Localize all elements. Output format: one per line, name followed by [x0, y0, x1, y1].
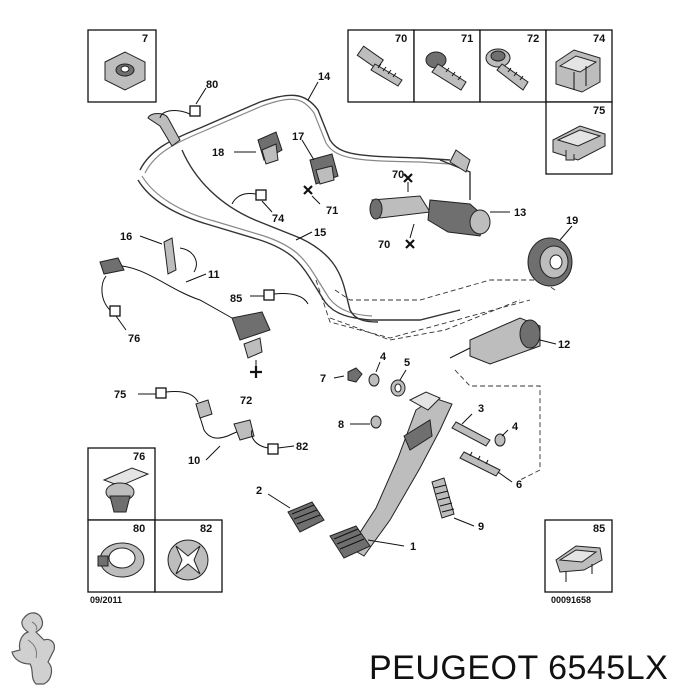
callout-9: 9: [478, 521, 484, 533]
part-3-pushrod: [451, 421, 491, 447]
part-6-pin: [459, 451, 501, 477]
box-label-75: 75: [593, 105, 605, 117]
box-label-74: 74: [593, 33, 606, 45]
part-5-ring: [390, 379, 406, 397]
callout-4b: 4: [512, 421, 519, 433]
date-code: 09/2011: [90, 595, 122, 605]
callout-3: 3: [478, 403, 484, 415]
bolt-icon: [356, 45, 403, 87]
callout-18: 18: [212, 147, 224, 159]
peugeot-lion-logo-icon: [11, 612, 55, 685]
part-10-harness: [195, 399, 255, 441]
callout-4a: 4: [380, 351, 387, 363]
part-2-pedal-pad: [287, 501, 325, 533]
box-label-85: 85: [593, 523, 605, 535]
callout-13: 13: [514, 207, 526, 219]
part-box-bottom-left: 76 80 82 09/2011: [87, 447, 223, 605]
callout-76: 76: [128, 333, 140, 345]
callout-82: 82: [296, 441, 308, 453]
washer-screw-icon: [485, 48, 529, 91]
callout-6: 6: [516, 479, 522, 491]
callout-85: 85: [230, 293, 242, 305]
callout-74: 74: [272, 213, 285, 225]
part-8-screw: [370, 415, 382, 429]
part-9-spring: [431, 477, 455, 519]
flange-bolt-icon: [425, 51, 467, 91]
callout-1: 1: [410, 541, 416, 553]
callout-71: 71: [326, 205, 338, 217]
part-7-nut: [347, 367, 363, 383]
part-13-slave-cylinder: [369, 149, 491, 237]
part-box-7: 7: [87, 29, 157, 103]
pipe-clip-icon: [555, 545, 603, 582]
part-16-bracket: [163, 237, 177, 275]
callout-leaders: [101, 81, 573, 547]
callout-80: 80: [206, 79, 218, 91]
callout-5: 5: [404, 357, 410, 369]
callout-17: 17: [292, 131, 304, 143]
callout-14: 14: [318, 71, 331, 83]
callout-70b: 70: [378, 239, 390, 251]
callout-7: 7: [320, 373, 326, 385]
callout-8: 8: [338, 419, 344, 431]
part-18-bracket: [257, 131, 283, 165]
part-11-switch-harness: [99, 257, 271, 359]
callout-10: 10: [188, 455, 200, 467]
callout-12: 12: [558, 339, 570, 351]
part-17-bracket: [309, 153, 339, 185]
box-label-70: 70: [395, 33, 407, 45]
callout-19: 19: [566, 215, 578, 227]
part-box-75: 75: [545, 101, 613, 175]
push-clip-icon: [102, 467, 150, 513]
box-label-76: 76: [133, 451, 145, 463]
hose-clamp-icon: [97, 542, 145, 578]
callout-numbers: 80 14 17 18 70 71 74 13 70 19 16 15 11 8…: [114, 71, 578, 553]
clip-nut-icon: [555, 49, 601, 93]
callout-75: 75: [114, 389, 126, 401]
clutch-pipes: [137, 94, 556, 481]
callout-16: 16: [120, 231, 132, 243]
brand-caption: PEUGEOT 6545LX: [369, 649, 668, 687]
star-clip-icon: [167, 539, 209, 581]
box-label-71: 71: [461, 33, 473, 45]
reference-code: 00091658: [551, 595, 591, 605]
box-label-7: 7: [142, 33, 148, 45]
box-label-80: 80: [133, 523, 145, 535]
part-80-clip: [147, 113, 181, 147]
part-box-row-top: 70 71 72 74: [347, 29, 613, 103]
callout-70a: 70: [392, 169, 404, 181]
pedal-pad-lower: [329, 525, 371, 559]
callout-2: 2: [256, 485, 262, 497]
bracket-clip-icon: [552, 125, 606, 161]
box-label-82: 82: [200, 523, 212, 535]
box-label-72: 72: [527, 33, 539, 45]
part-19-dust-cover: [527, 237, 573, 287]
part-4-bushings: [368, 373, 506, 447]
part-box-85: 85 00091658: [544, 519, 613, 605]
callout-15: 15: [314, 227, 326, 239]
part-12-master-cylinder: [449, 317, 541, 365]
part-1-pedal-lever: [349, 391, 453, 557]
callout-72: 72: [240, 395, 252, 407]
callout-11: 11: [208, 269, 220, 281]
cross-markers: [250, 173, 415, 378]
nut-icon: [104, 51, 146, 91]
